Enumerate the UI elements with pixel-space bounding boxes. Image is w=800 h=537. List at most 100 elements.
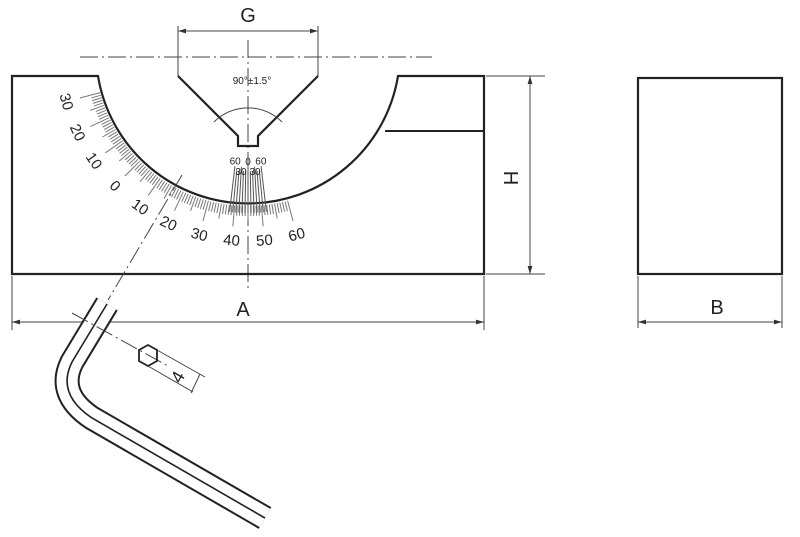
scale-tick	[124, 160, 141, 177]
scale-tick	[108, 131, 118, 138]
scale-tick	[138, 166, 146, 175]
vernier-tick	[254, 166, 258, 213]
scale-tick	[176, 190, 182, 200]
vernier-tick	[232, 170, 238, 213]
label-b: B	[710, 297, 723, 319]
scale-tick	[216, 203, 220, 214]
scale-label: 10	[82, 149, 105, 172]
scale-tick	[115, 142, 125, 150]
scale-tick	[266, 204, 269, 215]
scale-tick	[139, 169, 151, 183]
scale-tick	[230, 205, 233, 216]
scale-tick	[168, 186, 175, 196]
scale-tick	[287, 200, 294, 222]
vernier-label: 30	[235, 167, 247, 178]
scale-tick	[171, 187, 177, 198]
vernier-tick	[229, 166, 236, 212]
scale-tick	[271, 204, 274, 215]
vernier-tick	[241, 170, 244, 213]
scale-tick	[147, 173, 155, 182]
scale-tick	[174, 191, 184, 211]
scale-tick	[202, 199, 207, 210]
scale-tick	[274, 203, 278, 219]
scale-tick	[95, 107, 106, 112]
scale-tick	[232, 205, 236, 227]
scale-tick	[101, 119, 111, 125]
scale-tick	[163, 183, 170, 193]
scale-tick	[255, 205, 258, 216]
scale-tick	[96, 109, 107, 115]
scale-tick	[163, 185, 172, 199]
scale-tick	[210, 201, 215, 212]
scale-tick	[158, 181, 166, 190]
scale-tick	[109, 133, 119, 140]
scale-tick	[194, 197, 199, 208]
scale-label: 0	[106, 177, 124, 195]
scale-tick	[263, 205, 266, 216]
scale-tick	[281, 201, 286, 212]
vernier-tick	[260, 166, 267, 212]
vernier-tick	[249, 170, 252, 213]
scale-tick	[218, 203, 222, 219]
main-block	[10, 74, 486, 276]
vernier-tick	[256, 170, 261, 213]
label-h: H	[499, 171, 521, 185]
vernier-tick	[252, 170, 255, 213]
scale-tick	[103, 124, 114, 130]
scale-tick	[276, 203, 280, 214]
scale-tick	[117, 144, 127, 152]
scale-tick	[183, 193, 189, 204]
scale-tick	[119, 146, 128, 154]
scale-tick	[268, 204, 272, 215]
vernier-tick	[235, 170, 240, 213]
scale-tick	[124, 152, 133, 161]
scale-tick	[98, 114, 109, 120]
scale-tick	[149, 174, 157, 184]
scale-tick	[136, 164, 145, 173]
scale-tick	[102, 122, 112, 128]
hex-axis-line	[71, 312, 169, 367]
scale-tick	[134, 162, 143, 171]
scale-tick	[126, 155, 135, 163]
label-g: G	[240, 5, 256, 27]
scale-tick	[213, 202, 217, 213]
scale-tick	[105, 126, 115, 133]
scale-tick	[197, 198, 202, 209]
vernier-label: 0	[245, 157, 251, 168]
scale-tick	[111, 135, 120, 143]
scale-tick	[156, 179, 163, 189]
scale-tick	[121, 148, 130, 156]
hex-key	[54, 297, 272, 529]
scale-tick	[97, 112, 108, 118]
scale-tick	[236, 205, 238, 216]
vernier-label: 30	[249, 167, 261, 178]
scale-tick	[130, 158, 139, 167]
angle-arc	[213, 107, 283, 123]
scale-tick	[224, 204, 228, 215]
scale-tick	[199, 199, 204, 210]
scale-tick	[190, 196, 197, 212]
scale-tick	[105, 140, 123, 154]
scale-label: 10	[128, 196, 151, 219]
scale-tick	[128, 156, 137, 165]
scale-tick	[91, 97, 102, 102]
scale-tick	[227, 204, 230, 215]
scale-tick	[222, 204, 225, 215]
scale-label: 40	[223, 232, 241, 250]
scale-label: 30	[189, 225, 210, 246]
scale-tick	[89, 104, 105, 111]
angle-annotation: 90°±1.5°	[233, 76, 272, 87]
scale-tick	[161, 182, 168, 192]
scale-tick	[202, 200, 209, 222]
dimension-b: B	[637, 276, 783, 328]
scale-tick	[189, 195, 194, 206]
scale-tick	[102, 129, 116, 138]
scale-label: 60	[287, 225, 308, 246]
scale-tick	[147, 178, 161, 196]
vernier-tick	[244, 170, 247, 213]
v-groove	[177, 75, 319, 148]
label-a: A	[236, 299, 250, 321]
scale-label: 30	[56, 92, 77, 113]
